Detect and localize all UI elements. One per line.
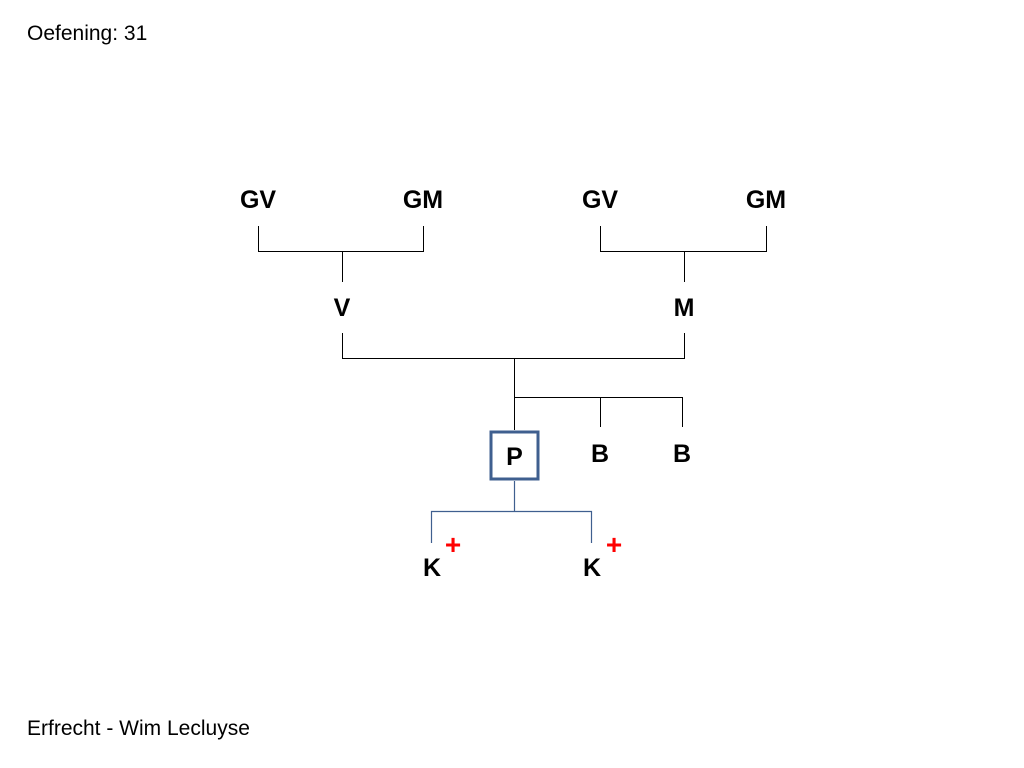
mother-label: M xyxy=(674,294,695,322)
slide-footer: Erfrecht - Wim Lecluyse xyxy=(27,717,250,740)
child-1-deceased-mark: + xyxy=(445,529,461,560)
slide-title: Oefening: 31 xyxy=(27,22,148,45)
parents-connector xyxy=(342,333,685,430)
maternal-grandfather-label: GV xyxy=(582,186,618,214)
maternal-grandparents-connector xyxy=(600,226,767,282)
siblings-connector xyxy=(514,397,683,427)
paternal-grandparents-connector xyxy=(258,226,424,282)
person-box xyxy=(489,430,540,481)
child-2-deceased-mark: + xyxy=(606,529,622,560)
children-connector xyxy=(430,481,593,543)
maternal-grandmother-label: GM xyxy=(746,186,786,214)
brother-1-label: B xyxy=(591,440,609,468)
brother-2-label: B xyxy=(673,440,691,468)
person-label: P xyxy=(506,443,523,471)
father-label: V xyxy=(334,294,351,322)
child-1-label: K xyxy=(423,554,441,582)
paternal-grandmother-label: GM xyxy=(403,186,443,214)
paternal-grandfather-label: GV xyxy=(240,186,276,214)
child-2-label: K xyxy=(583,554,601,582)
